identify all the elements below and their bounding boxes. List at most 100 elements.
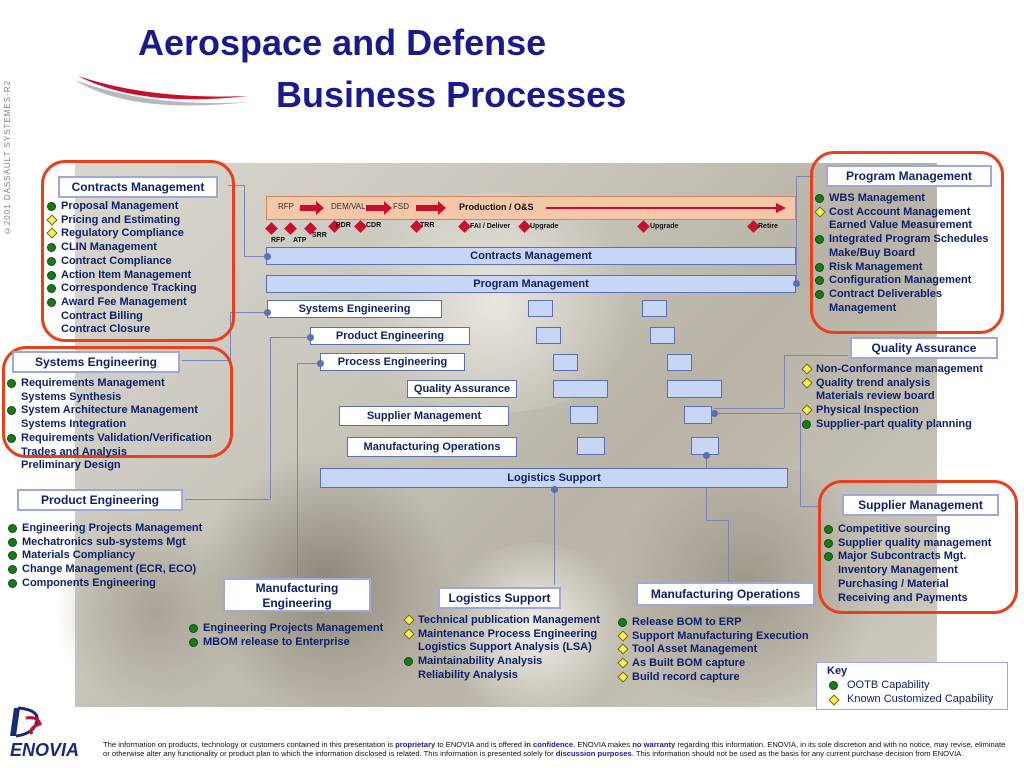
list-item: Supplier-part quality planning bbox=[800, 418, 983, 432]
timeline-arrows bbox=[300, 201, 786, 215]
list-item: Receiving and Payments bbox=[822, 592, 991, 606]
bar-logistics-support[interactable]: Logistics Support bbox=[320, 468, 788, 488]
list-item-label: WBS Management bbox=[829, 192, 925, 204]
list-item: Proposal Management bbox=[45, 200, 197, 214]
contracts-management-header[interactable]: Contracts Management bbox=[58, 176, 218, 198]
footer-text: The information on products, technology … bbox=[103, 740, 396, 749]
program-management-header[interactable]: Program Management bbox=[826, 165, 992, 187]
phase-block bbox=[667, 380, 722, 398]
phase-block bbox=[650, 327, 675, 344]
milestone-fai-deliver: FAI / Deliver bbox=[470, 223, 511, 230]
manufacturing-engineering-header[interactable]: Manufacturing Engineering bbox=[223, 578, 371, 612]
bar-contracts-management[interactable]: Contracts Management bbox=[266, 247, 796, 265]
phase-block bbox=[553, 380, 608, 398]
customized-diamond-icon bbox=[617, 630, 629, 642]
customized-diamond-icon bbox=[617, 671, 629, 683]
connector-line bbox=[714, 413, 800, 414]
systems-engineering-header[interactable]: Systems Engineering bbox=[12, 351, 180, 373]
list-item-label: Cost Account Management bbox=[829, 205, 971, 218]
milestone-retire: Retire bbox=[758, 223, 778, 230]
list-item: Major Subcontracts Mgt. bbox=[822, 550, 991, 564]
list-item: Tool Asset Management bbox=[616, 643, 809, 657]
list-item-label: Mechatronics sub-systems Mgt bbox=[22, 535, 186, 548]
supplier-management-ring bbox=[818, 480, 1018, 614]
logistics-support-header[interactable]: Logistics Support bbox=[438, 587, 561, 609]
list-item-label: Purchasing / Material bbox=[838, 577, 949, 590]
key-title: Key bbox=[827, 665, 848, 677]
customized-diamond-icon bbox=[403, 614, 415, 626]
list-item: Technical publication Management bbox=[402, 614, 600, 628]
connector-node bbox=[551, 486, 558, 493]
enovia-logo: ENOVIA bbox=[10, 740, 80, 760]
milestone-pdr: PDR bbox=[336, 222, 351, 229]
list-item-label: Integrated Program Schedules bbox=[829, 233, 989, 246]
footer-text: regarding this information. ENOVIA, in i… bbox=[103, 740, 1006, 758]
list-item-label: Supplier quality management bbox=[838, 536, 992, 549]
list-item: Contract Billing bbox=[45, 310, 197, 324]
customized-diamond-icon bbox=[617, 657, 629, 669]
list-item: Contract Closure bbox=[45, 323, 197, 337]
key-custom-label: Known Customized Capability bbox=[847, 693, 994, 705]
bar-systems-engineering[interactable]: Systems Engineering bbox=[267, 300, 442, 318]
footer-emphasis: in confidence bbox=[524, 740, 574, 749]
list-item: Engineering Projects Management bbox=[187, 622, 383, 636]
footer-emphasis: proprietary bbox=[395, 740, 436, 749]
supplier-management-header[interactable]: Supplier Management bbox=[842, 494, 999, 516]
list-item-label: Risk Management bbox=[829, 260, 923, 273]
bar-supplier-management[interactable]: Supplier Management bbox=[339, 406, 509, 426]
ootb-dot-icon bbox=[47, 243, 56, 253]
ootb-dot-icon bbox=[802, 419, 811, 429]
manufacturing-operations-header[interactable]: Manufacturing Operations bbox=[636, 582, 815, 606]
product-engineering-header[interactable]: Product Engineering bbox=[17, 489, 183, 511]
ootb-dot-icon bbox=[7, 433, 16, 443]
list-item: Inventory Management bbox=[822, 564, 991, 578]
list-item: Logistics Support Analysis (LSA) bbox=[402, 641, 600, 655]
list-item: Trades and Analysis bbox=[5, 446, 212, 460]
connector-line bbox=[297, 363, 320, 364]
list-item-label: Contract Compliance bbox=[61, 254, 172, 267]
list-item-label: Tool Asset Management bbox=[632, 643, 758, 656]
bar-program-management[interactable]: Program Management bbox=[266, 275, 796, 293]
list-item-label: As Built BOM capture bbox=[632, 657, 746, 670]
phase-block bbox=[553, 354, 578, 371]
list-item-label: Engineering Projects Management bbox=[203, 622, 384, 634]
list-item-label: Systems Synthesis bbox=[21, 390, 122, 403]
ootb-dot-icon bbox=[7, 406, 16, 416]
phase-block bbox=[528, 300, 553, 317]
ootb-dot-icon bbox=[618, 618, 627, 627]
quality-assurance-header[interactable]: Quality Assurance bbox=[850, 337, 998, 359]
ootb-dot-icon bbox=[404, 657, 413, 667]
connector-node bbox=[317, 360, 324, 367]
ootb-dot-icon bbox=[8, 551, 17, 561]
connector-line bbox=[554, 490, 555, 585]
list-item: Award Fee Management bbox=[45, 296, 197, 310]
ootb-dot-icon bbox=[824, 552, 833, 562]
list-item: CLIN Management bbox=[45, 241, 197, 255]
list-item-label: Earned Value Measurement bbox=[829, 219, 973, 232]
bar-quality-assurance[interactable]: Quality Assurance bbox=[407, 380, 517, 398]
page-title-line2: Business Processes bbox=[276, 74, 627, 115]
connector-line bbox=[244, 185, 245, 256]
list-item: As Built BOM capture bbox=[616, 657, 809, 671]
bar-manufacturing-operations[interactable]: Manufacturing Operations bbox=[347, 437, 517, 457]
bar-product-engineering[interactable]: Product Engineering bbox=[310, 327, 470, 345]
list-item: Supplier quality management bbox=[822, 537, 991, 551]
list-item: Risk Management bbox=[813, 261, 989, 275]
list-item-label: Trades and Analysis bbox=[21, 445, 127, 458]
list-item-label: Action Item Management bbox=[61, 268, 192, 281]
list-item-label: Non-Conformance management bbox=[816, 363, 983, 375]
ootb-dot-icon bbox=[8, 578, 17, 588]
list-item: Support Manufacturing Execution bbox=[616, 630, 809, 644]
bar-process-engineering[interactable]: Process Engineering bbox=[320, 353, 465, 371]
list-item-label: Requirements Management bbox=[21, 377, 165, 389]
connector-line bbox=[784, 355, 848, 356]
list-item: Reliability Analysis bbox=[402, 669, 600, 683]
list-item: Maintainability Analysis bbox=[402, 655, 600, 669]
ootb-dot-icon bbox=[815, 194, 824, 203]
customized-diamond-icon bbox=[801, 404, 813, 416]
list-item: Contract Deliverables bbox=[813, 288, 989, 302]
phase-block bbox=[570, 406, 598, 424]
list-item-label: Systems Integration bbox=[21, 418, 127, 431]
